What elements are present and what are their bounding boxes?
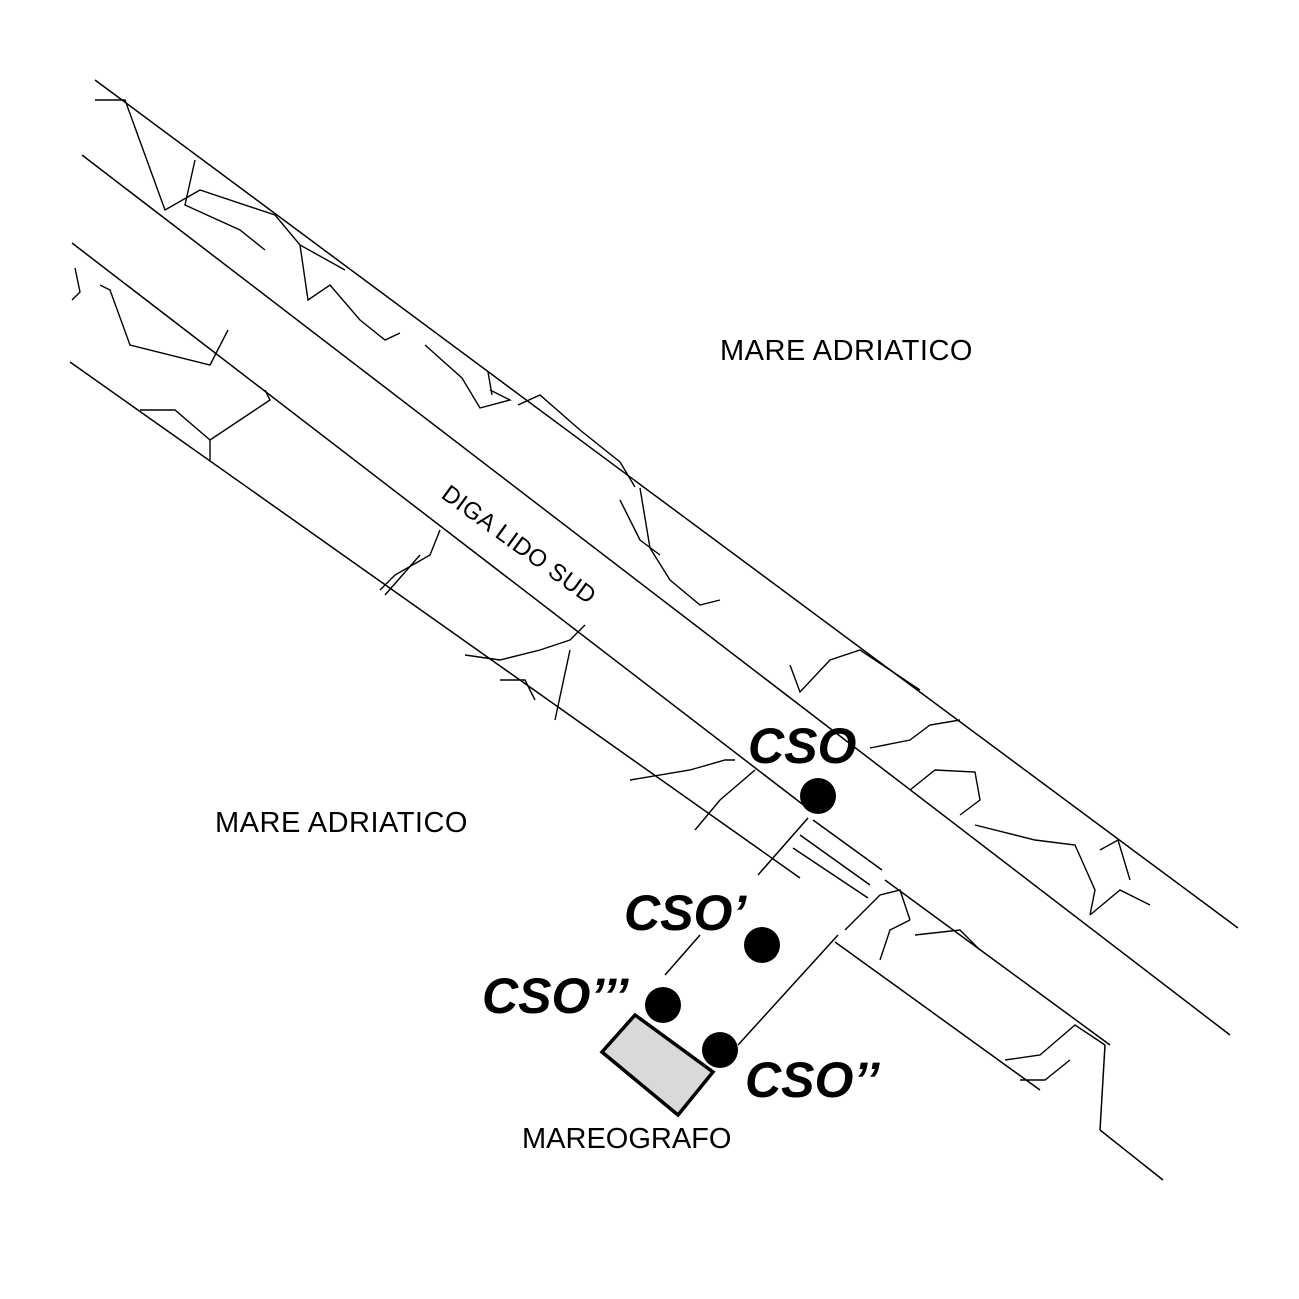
- breakwater-edges: [69, 79, 1239, 1181]
- station-label-cso-triple-prime: CSO’’’: [482, 968, 629, 1024]
- sea-label-north: MARE ADRIATICO: [720, 335, 973, 367]
- tide-gauge-label: MAREOGRAFO: [522, 1123, 731, 1155]
- armour-block: [619, 499, 661, 556]
- armour-block: [500, 679, 536, 701]
- access-line: [737, 934, 839, 1046]
- armour-block: [487, 371, 493, 396]
- armour-block: [517, 394, 636, 488]
- armour-block: [789, 649, 921, 694]
- outer-edge-north: [94, 79, 1239, 929]
- armour-block: [1089, 889, 1151, 916]
- breakwater-tip: [1099, 1044, 1106, 1131]
- access-line: [799, 834, 871, 886]
- armour-block: [184, 159, 266, 251]
- outer-edge-south: [69, 361, 801, 879]
- armour-block: [879, 919, 911, 961]
- armour-block: [909, 769, 981, 816]
- access-line: [792, 847, 869, 899]
- station-markers: [645, 778, 836, 1068]
- armour-block: [974, 824, 1096, 916]
- armour-block: [914, 929, 981, 951]
- station-structure: [664, 817, 883, 1046]
- armour-block: [140, 389, 271, 441]
- armour-block: [869, 719, 961, 749]
- breakwater-tip-end: [1099, 1129, 1164, 1181]
- crown-edge-south: [71, 242, 811, 811]
- armour-block: [694, 769, 756, 831]
- armour-block: [629, 759, 735, 781]
- armour-block: [1020, 1059, 1071, 1081]
- access-line: [664, 934, 701, 976]
- armour-block: [379, 529, 441, 591]
- station-marker-cso-triple-prime[interactable]: [645, 987, 681, 1023]
- station-marker-cso-double-prime[interactable]: [702, 1032, 738, 1068]
- station-label-cso: CSO: [748, 718, 856, 774]
- armour-block: [554, 649, 571, 721]
- sea-label-south: MARE ADRIATICO: [215, 807, 468, 839]
- station-marker-cso-prime[interactable]: [744, 927, 780, 963]
- station-label-cso-double-prime: CSO’’: [745, 1052, 880, 1108]
- armour-block: [639, 487, 721, 606]
- armour-block: [1099, 838, 1131, 881]
- access-line: [812, 819, 883, 871]
- tide-gauge-building: [599, 1012, 716, 1118]
- armour-block: [95, 99, 346, 271]
- armour-block: [384, 554, 421, 596]
- armour-block: [99, 284, 229, 366]
- armour-block: [299, 244, 401, 341]
- crown-edge-south-end: [884, 879, 1111, 1046]
- station-label-cso-prime: CSO’: [624, 885, 747, 941]
- armour-block: [424, 344, 512, 409]
- crown-edge-north: [81, 154, 1231, 1036]
- station-marker-cso[interactable]: [800, 778, 836, 814]
- armour-block: [844, 889, 911, 931]
- armour-block: [71, 267, 81, 301]
- dam-label: DIGA LIDO SUD: [436, 480, 601, 610]
- armour-blocks: [71, 99, 1151, 1081]
- access-line: [757, 817, 809, 876]
- armour-block: [464, 624, 586, 661]
- outer-edge-south-end: [834, 941, 1041, 1091]
- armour-block: [1004, 1024, 1106, 1061]
